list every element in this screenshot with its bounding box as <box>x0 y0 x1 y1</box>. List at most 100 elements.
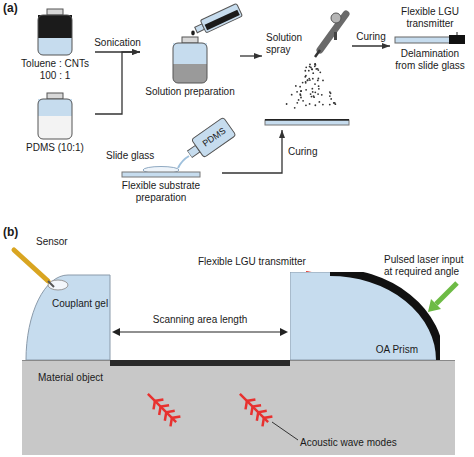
polyline-shape <box>156 402 169 415</box>
circle-shape <box>299 93 301 95</box>
rect-shape <box>173 43 207 83</box>
part-label: Couplant gel <box>52 298 108 310</box>
circle-shape <box>329 91 331 93</box>
circle-shape <box>311 96 313 98</box>
rect-shape <box>173 43 207 83</box>
circle-shape <box>333 102 335 104</box>
sensor-tip <box>48 281 54 287</box>
circle-shape <box>334 102 336 104</box>
spray-stage: Solution spray <box>262 30 352 130</box>
airbrush-body <box>320 14 346 50</box>
node-text: OA Prism <box>376 344 418 356</box>
node-text: Delamination from slide glass <box>392 48 468 72</box>
circle-shape <box>300 94 302 96</box>
jar-drawing <box>168 36 212 84</box>
circle-shape <box>311 69 313 71</box>
circle-shape <box>318 78 320 80</box>
circle-shape <box>330 98 332 100</box>
circle-shape <box>321 94 323 96</box>
pouring-bottle <box>193 3 242 36</box>
rect-shape <box>38 99 72 139</box>
circle-shape <box>304 70 306 72</box>
airbrush <box>315 13 346 57</box>
g-shape <box>235 389 273 427</box>
circle-shape <box>311 68 313 70</box>
airbrush-cup <box>331 13 341 23</box>
pdms-bottle: PDMS <box>183 116 238 164</box>
circle-shape <box>307 79 309 81</box>
circle-shape <box>314 91 316 93</box>
node-text: Toluene : CNTs 100 : 1 <box>17 58 93 82</box>
rect-shape <box>182 37 198 43</box>
circle-shape <box>310 93 312 95</box>
circle-shape <box>308 70 310 72</box>
g-shape <box>143 389 181 427</box>
circle-shape <box>329 104 331 106</box>
couplant-gel <box>48 280 68 290</box>
rect-shape <box>47 9 63 15</box>
process-arrow <box>95 52 140 114</box>
bottle-body <box>200 3 242 33</box>
cnt-jar: Toluene : CNTs 100 : 1 <box>15 4 95 84</box>
panel-label: (b) <box>3 226 18 238</box>
circle-shape <box>305 81 307 83</box>
circle-shape <box>312 72 314 74</box>
rect-shape <box>191 117 236 157</box>
rect-shape <box>265 119 349 121</box>
circle-shape <box>314 65 316 67</box>
jar-drawing <box>33 92 77 140</box>
rect-shape <box>173 43 207 64</box>
circle-shape <box>314 83 316 85</box>
circle-shape <box>298 99 300 101</box>
laser-beam <box>436 283 457 304</box>
rect-shape <box>38 15 72 38</box>
laser-arrow <box>428 283 457 312</box>
rect-shape <box>38 99 72 116</box>
circle-shape <box>305 75 307 77</box>
circle-shape <box>318 88 320 90</box>
node-text: Slide glass <box>106 150 154 162</box>
circle-shape <box>296 102 298 104</box>
airbrush-nozzle <box>315 50 320 57</box>
part-label: Pulsed laser input at required angle <box>384 254 472 278</box>
polyline-shape <box>253 407 266 420</box>
circle-shape <box>313 96 315 98</box>
circle-shape <box>310 67 312 69</box>
circle-shape <box>319 71 321 73</box>
spray-dots <box>286 63 337 109</box>
circle-shape <box>314 104 316 106</box>
circle-shape <box>300 97 302 99</box>
pdms-jar: PDMS (10:1) <box>15 88 95 156</box>
circle-shape <box>314 63 316 65</box>
circle-shape <box>312 91 314 93</box>
rect-shape <box>449 35 465 44</box>
circle-shape <box>312 78 314 80</box>
circle-shape <box>308 78 310 80</box>
rect-shape <box>110 360 290 366</box>
polyline-shape <box>259 413 272 426</box>
cnt-liquid <box>205 10 240 31</box>
lgu-drawing <box>394 32 466 46</box>
polyline-shape <box>167 413 180 426</box>
circle-shape <box>309 64 311 66</box>
slide-drawing <box>121 164 201 178</box>
process-arrow <box>352 45 390 46</box>
circle-shape <box>294 107 296 109</box>
edge-label: Curing <box>355 31 386 43</box>
transmitter-stage: Flexible LGU transmitterDelamination fro… <box>390 4 470 74</box>
polyline-shape <box>150 396 163 409</box>
circle-shape <box>318 85 320 87</box>
circle-shape <box>305 66 307 68</box>
rect-shape <box>122 172 200 177</box>
polyline-shape <box>242 396 255 409</box>
path-shape <box>290 272 440 360</box>
dimension-head <box>280 328 288 336</box>
rect-shape <box>38 15 72 55</box>
gap-drawing <box>305 58 309 114</box>
panel-label: (a) <box>3 2 18 14</box>
jar-drawing <box>33 8 77 56</box>
circle-shape <box>329 95 331 97</box>
part-label: Sensor <box>36 236 68 248</box>
line-shape <box>457 32 458 35</box>
